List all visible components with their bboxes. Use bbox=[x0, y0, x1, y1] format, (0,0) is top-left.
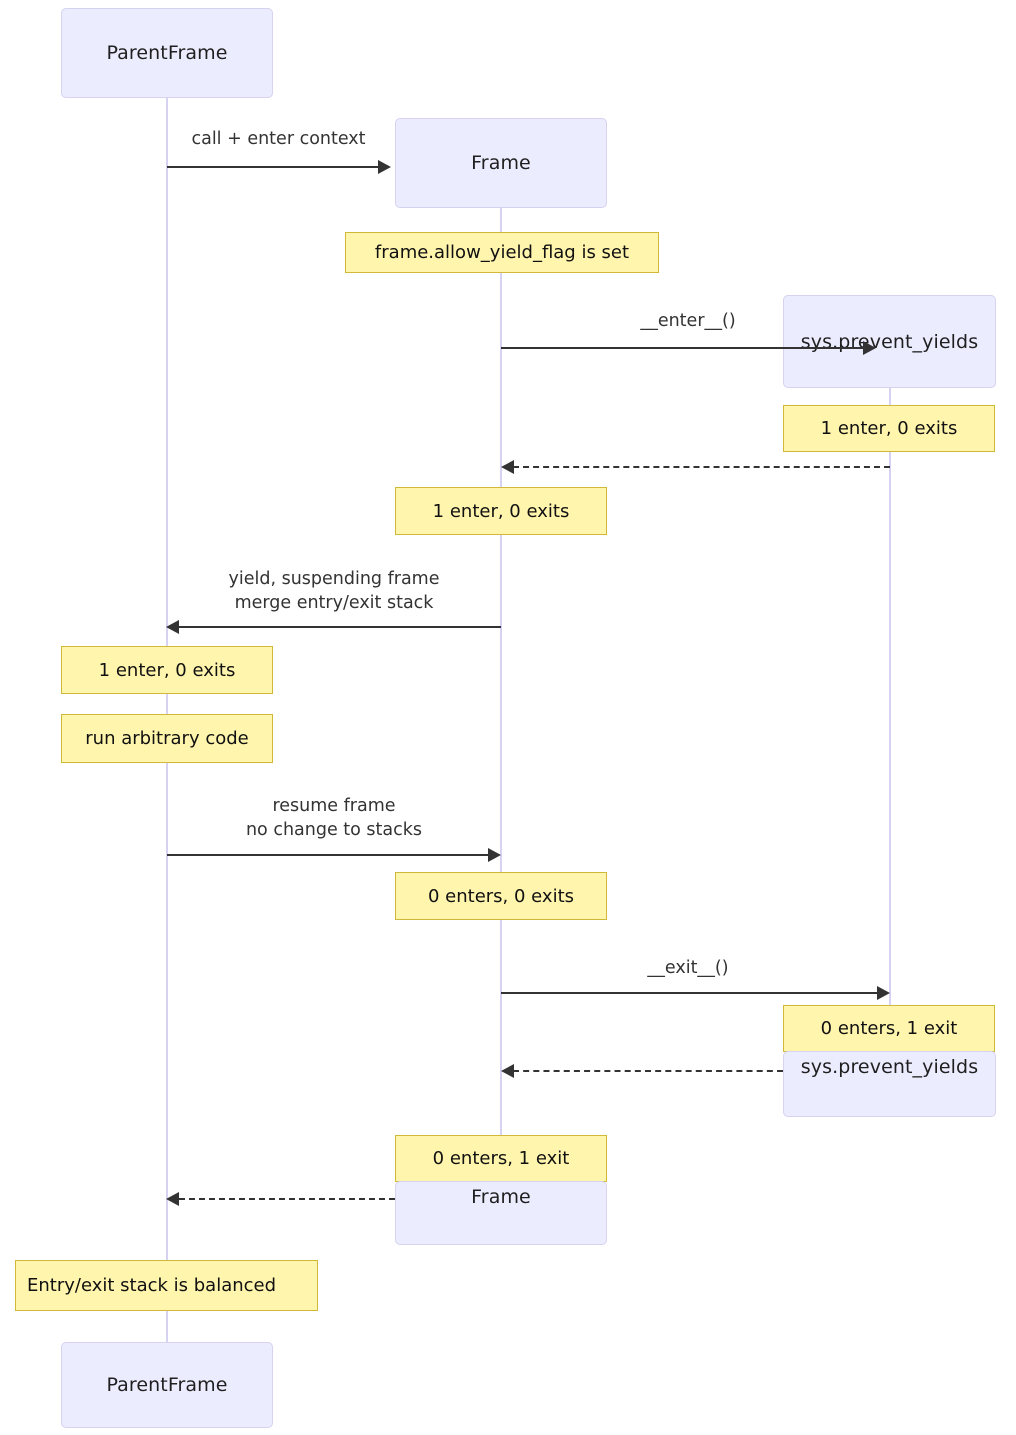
note-allow-yield-flag: frame.allow_yield_flag is set bbox=[345, 232, 659, 273]
note-parent-1enter-0exits-text: 1 enter, 0 exits bbox=[98, 659, 236, 681]
message-enter-call-label: __enter__() bbox=[640, 311, 736, 331]
note-frame-0enters-1exit: 0 enters, 1 exit bbox=[395, 1135, 607, 1182]
actor-sysprevent-yields-bottom-label: sys.prevent_yields bbox=[800, 1056, 979, 1078]
message-exit-call-line bbox=[501, 992, 879, 994]
actor-frame-bottom[interactable]: Frame bbox=[395, 1181, 607, 1245]
message-enter-call-line bbox=[501, 347, 864, 349]
message-enter-return-line bbox=[513, 466, 890, 468]
message-resume-frame-label: resume frame no change to stacks bbox=[245, 796, 423, 840]
actor-sysprevent-yields-top-label: sys.prevent_yields bbox=[800, 330, 979, 353]
note-frame-1enter-0exits: 1 enter, 0 exits bbox=[395, 487, 607, 535]
message-call-enter-context-label: call + enter context bbox=[191, 129, 366, 149]
actor-parentframe-top[interactable]: ParentFrame bbox=[61, 8, 273, 98]
message-exit-return-arrowhead bbox=[501, 1064, 514, 1078]
message-resume-frame-line bbox=[167, 854, 489, 856]
message-exit-return-line bbox=[513, 1070, 783, 1072]
message-enter-call-arrowhead bbox=[863, 341, 876, 355]
note-frame-1enter-0exits-text: 1 enter, 0 exits bbox=[432, 500, 570, 522]
note-stack-balanced-text: Entry/exit stack is balanced bbox=[27, 1275, 277, 1296]
note-parent-1enter-0exits: 1 enter, 0 exits bbox=[61, 646, 273, 694]
message-frame-return-arrowhead bbox=[166, 1192, 179, 1206]
note-frame-0enters-0exits: 0 enters, 0 exits bbox=[395, 872, 607, 920]
note-stack-balanced: Entry/exit stack is balanced bbox=[15, 1260, 318, 1311]
note-sys-1enter-0exits-text: 1 enter, 0 exits bbox=[820, 418, 958, 439]
actor-sysprevent-yields-bottom[interactable]: sys.prevent_yields bbox=[783, 1051, 996, 1117]
message-resume-frame-arrowhead bbox=[488, 848, 501, 862]
lifeline-sysprevent-yields bbox=[889, 388, 891, 1053]
message-yield-suspend-arrowhead bbox=[166, 620, 179, 634]
actor-sysprevent-yields-top[interactable]: sys.prevent_yields bbox=[783, 295, 996, 388]
message-call-enter-context-line bbox=[167, 166, 379, 168]
message-yield-suspend-label: yield, suspending frame merge entry/exit… bbox=[228, 569, 440, 613]
message-enter-return-arrowhead bbox=[501, 460, 514, 474]
actor-parentframe-bottom[interactable]: ParentFrame bbox=[61, 1342, 273, 1428]
message-call-enter-context-arrowhead bbox=[378, 160, 391, 174]
note-frame-0enters-0exits-text: 0 enters, 0 exits bbox=[427, 885, 575, 907]
lifeline-frame bbox=[500, 208, 502, 1183]
note-run-arbitrary-code: run arbitrary code bbox=[61, 714, 273, 763]
note-run-arbitrary-code-text: run arbitrary code bbox=[85, 728, 249, 749]
message-yield-suspend-line bbox=[179, 626, 501, 628]
message-frame-return-line bbox=[179, 1198, 395, 1200]
message-exit-call-label: __exit__() bbox=[647, 958, 729, 978]
message-exit-call-arrowhead bbox=[877, 986, 890, 1000]
note-allow-yield-flag-text: frame.allow_yield_flag is set bbox=[374, 242, 630, 263]
actor-parentframe-bottom-label: ParentFrame bbox=[106, 1374, 228, 1396]
note-sys-0enters-1exit-text: 0 enters, 1 exit bbox=[820, 1018, 958, 1039]
actor-frame-top-label: Frame bbox=[471, 152, 531, 174]
actor-parentframe-top-label: ParentFrame bbox=[106, 42, 228, 64]
actor-frame-bottom-label: Frame bbox=[471, 1186, 531, 1208]
note-sys-1enter-0exits: 1 enter, 0 exits bbox=[783, 405, 995, 452]
note-sys-0enters-1exit: 0 enters, 1 exit bbox=[783, 1005, 995, 1052]
note-frame-0enters-1exit-text: 0 enters, 1 exit bbox=[432, 1148, 570, 1169]
actor-frame-top[interactable]: Frame bbox=[395, 118, 607, 208]
